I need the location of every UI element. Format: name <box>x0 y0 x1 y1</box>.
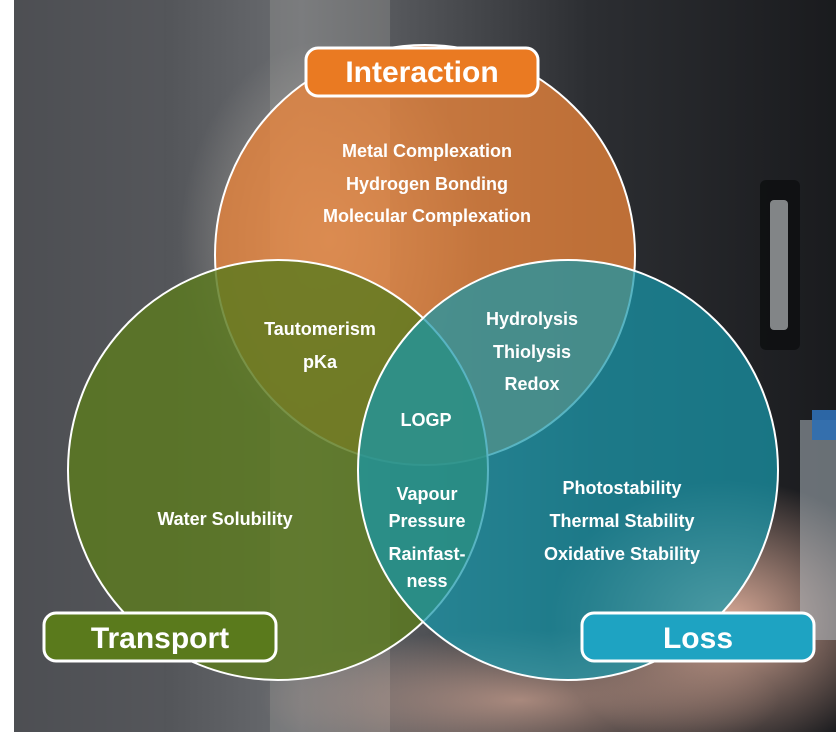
overlap-item: Pressure <box>388 511 465 531</box>
loss-items: Photostability Thermal Stability Oxidati… <box>544 478 700 564</box>
overlap-item: Vapour <box>396 484 457 504</box>
loss-item: Oxidative Stability <box>544 544 700 564</box>
loss-title: Loss <box>663 622 733 655</box>
loss-item: Thermal Stability <box>549 511 694 531</box>
interaction-items: Metal Complexation Hydrogen Bonding Mole… <box>323 141 531 226</box>
transport-item: Water Solubility <box>157 509 292 529</box>
interaction-loss-items: Hydrolysis Thiolysis Redox <box>486 309 578 394</box>
transport-title: Transport <box>91 622 229 655</box>
interaction-transport-items: Tautomerism pKa <box>264 319 376 372</box>
interaction-item: Hydrogen Bonding <box>346 174 508 194</box>
overlap-item: LOGP <box>400 410 451 430</box>
interaction-item: Metal Complexation <box>342 141 512 161</box>
interaction-label: Interaction <box>304 46 540 98</box>
overlap-item: Hydrolysis <box>486 309 578 329</box>
overlap-item: Rainfast- <box>388 544 465 564</box>
transport-items: Water Solubility <box>157 509 292 529</box>
overlap-item: ness <box>406 571 447 591</box>
interaction-title: Interaction <box>345 56 498 89</box>
overlap-item: pKa <box>303 352 338 372</box>
transport-label: Transport <box>42 611 278 663</box>
loss-label: Loss <box>580 611 816 663</box>
overlap-item: Redox <box>504 374 559 394</box>
loss-item: Photostability <box>562 478 681 498</box>
interaction-item: Molecular Complexation <box>323 206 531 226</box>
venn-circles <box>67 44 779 681</box>
transport-loss-items: Vapour Pressure Rainfast- ness <box>388 484 465 591</box>
all-overlap-items: LOGP <box>400 410 451 430</box>
overlap-item: Thiolysis <box>493 342 571 362</box>
loss-circle <box>357 259 779 681</box>
overlap-item: Tautomerism <box>264 319 376 339</box>
